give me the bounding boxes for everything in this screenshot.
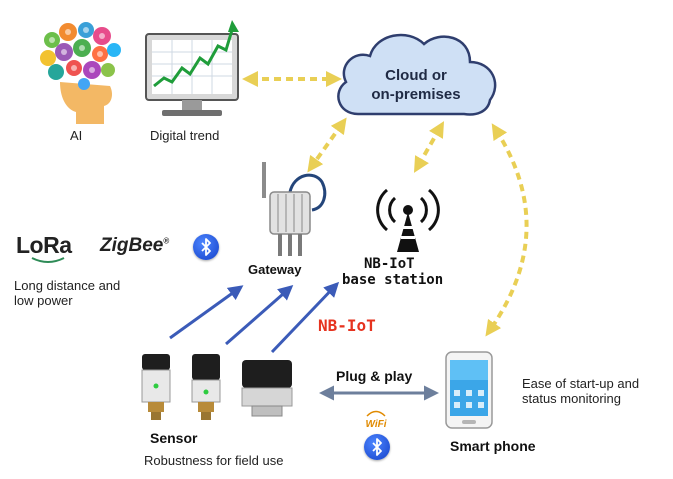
smart-phone-description-line1: Ease of start-up and [522, 376, 640, 391]
sensor-description: Robustness for field use [144, 453, 284, 468]
lora-logo: LoRa [16, 232, 72, 258]
smart-phone-description-line2: status monitoring [522, 391, 621, 406]
wifi-label: WiFi [365, 419, 387, 430]
cloud-label-line1: Cloud or [385, 67, 447, 84]
wifi-icon: WiFi [356, 404, 396, 430]
arrow-cloud-gateway [307, 117, 347, 173]
trend-monitor-icon [145, 20, 239, 116]
arrow-sensor2-gateway [225, 285, 294, 346]
arrow-cloud-station [413, 121, 445, 173]
sensor-icon [141, 354, 171, 420]
bluetooth-icon [193, 234, 219, 260]
lora-description-line1: Long distance and [14, 278, 121, 293]
zigbee-registered-mark: ® [163, 236, 170, 246]
cloud-icon [337, 33, 497, 116]
digital-trend-label: Digital trend [150, 128, 220, 143]
arrow-sensor3-station [270, 281, 340, 354]
radio-tower-icon [376, 188, 440, 252]
nb-iot-station-label-line1: NB-IoT [364, 256, 415, 272]
lora-description-line2: low power [14, 293, 73, 308]
arrow-sensor1-gateway [169, 285, 244, 340]
bluetooth-icon [364, 434, 390, 460]
sensor-icon [191, 354, 221, 420]
brain-gears-icon [40, 22, 121, 124]
plug-and-play-label: Plug & play [336, 368, 413, 384]
smart-phone-label: Smart phone [450, 438, 536, 454]
sensor-label: Sensor [150, 430, 198, 446]
smartphone-icon [445, 351, 493, 429]
nb-iot-label: NB-IoT [318, 316, 376, 335]
zigbee-logo-text: ZigBee [100, 235, 164, 256]
cloud-label-line2: on-premises [371, 86, 461, 103]
lora-signal-icon [31, 257, 65, 263]
gateway-label: Gateway [248, 262, 302, 277]
ai-label: AI [70, 128, 83, 143]
arrow-cloud-phone [485, 123, 529, 337]
sensor-icon [241, 360, 293, 417]
gateway-icon [262, 162, 327, 256]
zigbee-logo: ZigBee® [100, 235, 169, 257]
nb-iot-station-label-line2: base station [342, 272, 444, 288]
